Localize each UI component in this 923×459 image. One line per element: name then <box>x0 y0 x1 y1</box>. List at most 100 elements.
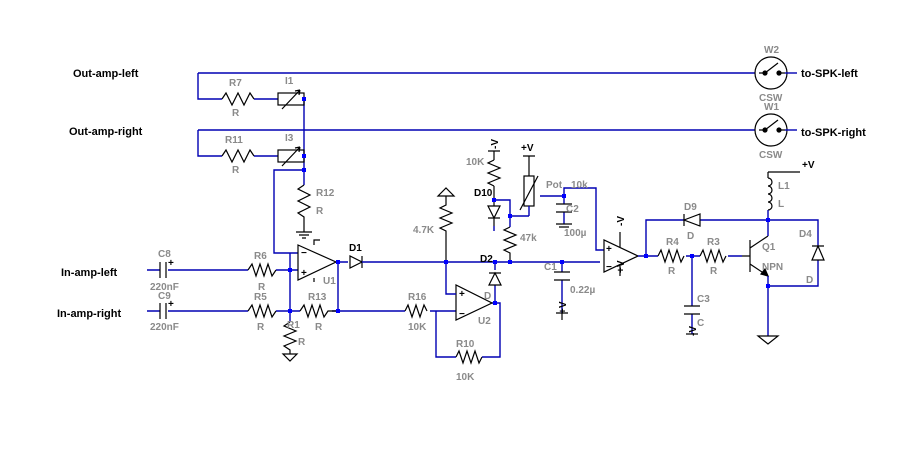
port-out-amp-right: Out-amp-right <box>69 126 143 138</box>
inductor-l1: +V L1 L <box>767 160 815 220</box>
r13-value: R <box>315 322 323 333</box>
d10-ref: D10 <box>474 188 493 199</box>
resistor-r13: R13 R <box>299 292 338 333</box>
u1-ref: U1 <box>323 276 336 287</box>
w1-type: CSW <box>759 150 783 161</box>
c9-ref: C9 <box>158 291 171 302</box>
r4k7-value: 4.7K <box>413 225 435 236</box>
l1-value: L <box>778 199 784 210</box>
neg-supply-label-3: -V <box>688 326 699 336</box>
wire-i-bus <box>273 99 305 254</box>
pos-supply-label-1: +V <box>521 143 534 154</box>
resistor-r12: R12 R <box>296 184 335 239</box>
neg-supply-top: -V <box>488 139 501 160</box>
wire-r16 <box>338 302 501 358</box>
c8-value: 220nF <box>150 282 179 293</box>
q1-type: NPN <box>762 262 783 273</box>
r7-ref: R7 <box>229 78 242 89</box>
w2-type: CSW <box>759 93 783 104</box>
r10k-value: 10K <box>466 157 485 168</box>
w2-ref: W2 <box>764 45 779 56</box>
svg-text:−: − <box>606 262 612 273</box>
c3-value: C <box>697 318 704 329</box>
pot-value: 10k <box>571 180 588 191</box>
resistor-r10: R10 10K <box>455 339 483 383</box>
current-source-i3: I3 <box>277 133 305 167</box>
wire-out-right-bus <box>197 129 755 157</box>
svg-text:−: − <box>459 309 465 320</box>
r6-value: R <box>258 282 266 293</box>
port-to-spk-left: to-SPK-left <box>801 68 858 80</box>
d4-value: D <box>806 275 813 286</box>
c8-ref: C8 <box>158 249 171 260</box>
d9-ref: D9 <box>684 202 697 213</box>
r12-value: R <box>316 206 324 217</box>
resistor-r5: R5 R <box>247 292 277 333</box>
r5-ref: R5 <box>254 292 267 303</box>
neg-supply-label-2: -V <box>616 216 627 226</box>
c9-value: 220nF <box>150 322 179 333</box>
u2-diode-value: D <box>484 291 491 302</box>
switch-w1: W1 CSW <box>754 102 797 161</box>
r3-ref: R3 <box>707 237 720 248</box>
pos-supply-label-2: +V <box>558 301 569 314</box>
resistor-r16: R16 10K <box>404 292 428 333</box>
d4-ref: D4 <box>799 229 812 240</box>
resistor-r1: R1 R <box>281 320 306 362</box>
r1-value: R <box>298 337 306 348</box>
resistor-r6: R6 R <box>247 251 277 293</box>
capacitor-c1: C1 0.22µ +V <box>544 262 595 320</box>
opamp-u1: − + U1 <box>297 239 338 287</box>
port-out-amp-left: Out-amp-left <box>73 68 139 80</box>
opamp-u2: + − U2 D <box>445 262 494 327</box>
r4-ref: R4 <box>666 237 679 248</box>
resistor-10k: 10K <box>466 157 502 187</box>
current-source-i1: I1 <box>277 76 305 110</box>
pos-supply-pot: +V <box>521 143 535 176</box>
c2-value: 100µ <box>564 228 587 239</box>
diode-d9: D9 D <box>682 202 701 242</box>
resistor-r3: R3 R <box>699 237 727 277</box>
r13-ref: R13 <box>308 292 327 303</box>
pot-ref: Pot <box>546 180 563 191</box>
port-to-spk-right: to-SPK-right <box>801 127 866 139</box>
w1-ref: W1 <box>764 102 779 113</box>
r5-value: R <box>257 322 265 333</box>
wire-d10-bus <box>493 199 518 231</box>
resistor-4k7: 4.7K <box>413 187 456 262</box>
diode-d1: D1 <box>349 243 364 269</box>
transistor-q1: Q1 NPN <box>742 220 783 286</box>
diode-d10: D10 <box>474 186 501 226</box>
svg-text:+: + <box>168 299 174 310</box>
q1-ref: Q1 <box>762 242 776 253</box>
port-in-amp-left: In-amp-left <box>61 267 118 279</box>
resistor-47k: 47k <box>502 226 537 262</box>
c3-ref: C3 <box>697 294 710 305</box>
r16-ref: R16 <box>408 292 427 303</box>
c1-value: 0.22µ <box>570 285 595 296</box>
r7-value: R <box>232 108 240 119</box>
r11-value: R <box>232 165 240 176</box>
svg-text:+: + <box>168 258 174 269</box>
svg-text:−: − <box>301 248 307 259</box>
capacitor-c2: C2 100µ <box>556 196 587 239</box>
l1-ref: L1 <box>778 181 790 192</box>
d1-ref: D1 <box>349 243 362 254</box>
resistor-r4: R4 R <box>657 237 685 277</box>
pos-supply-label-4: +V <box>802 160 815 171</box>
r1-ref: R1 <box>287 320 300 331</box>
r47k-value: 47k <box>520 233 537 244</box>
capacitor-c3: C3 C -V <box>684 256 710 336</box>
capacitor-c9: + C9 220nF <box>150 291 179 333</box>
i3-ref: I3 <box>285 133 294 144</box>
r4-value: R <box>668 266 676 277</box>
pos-supply-label-3: +V <box>616 260 627 273</box>
i1-ref: I1 <box>285 76 294 87</box>
r10-ref: R10 <box>456 339 475 350</box>
r3-value: R <box>710 266 718 277</box>
r10-value: 10K <box>456 372 475 383</box>
u2-ref: U2 <box>478 316 491 327</box>
resistor-r7: R7 R <box>221 78 255 119</box>
junction-dots <box>288 97 770 313</box>
